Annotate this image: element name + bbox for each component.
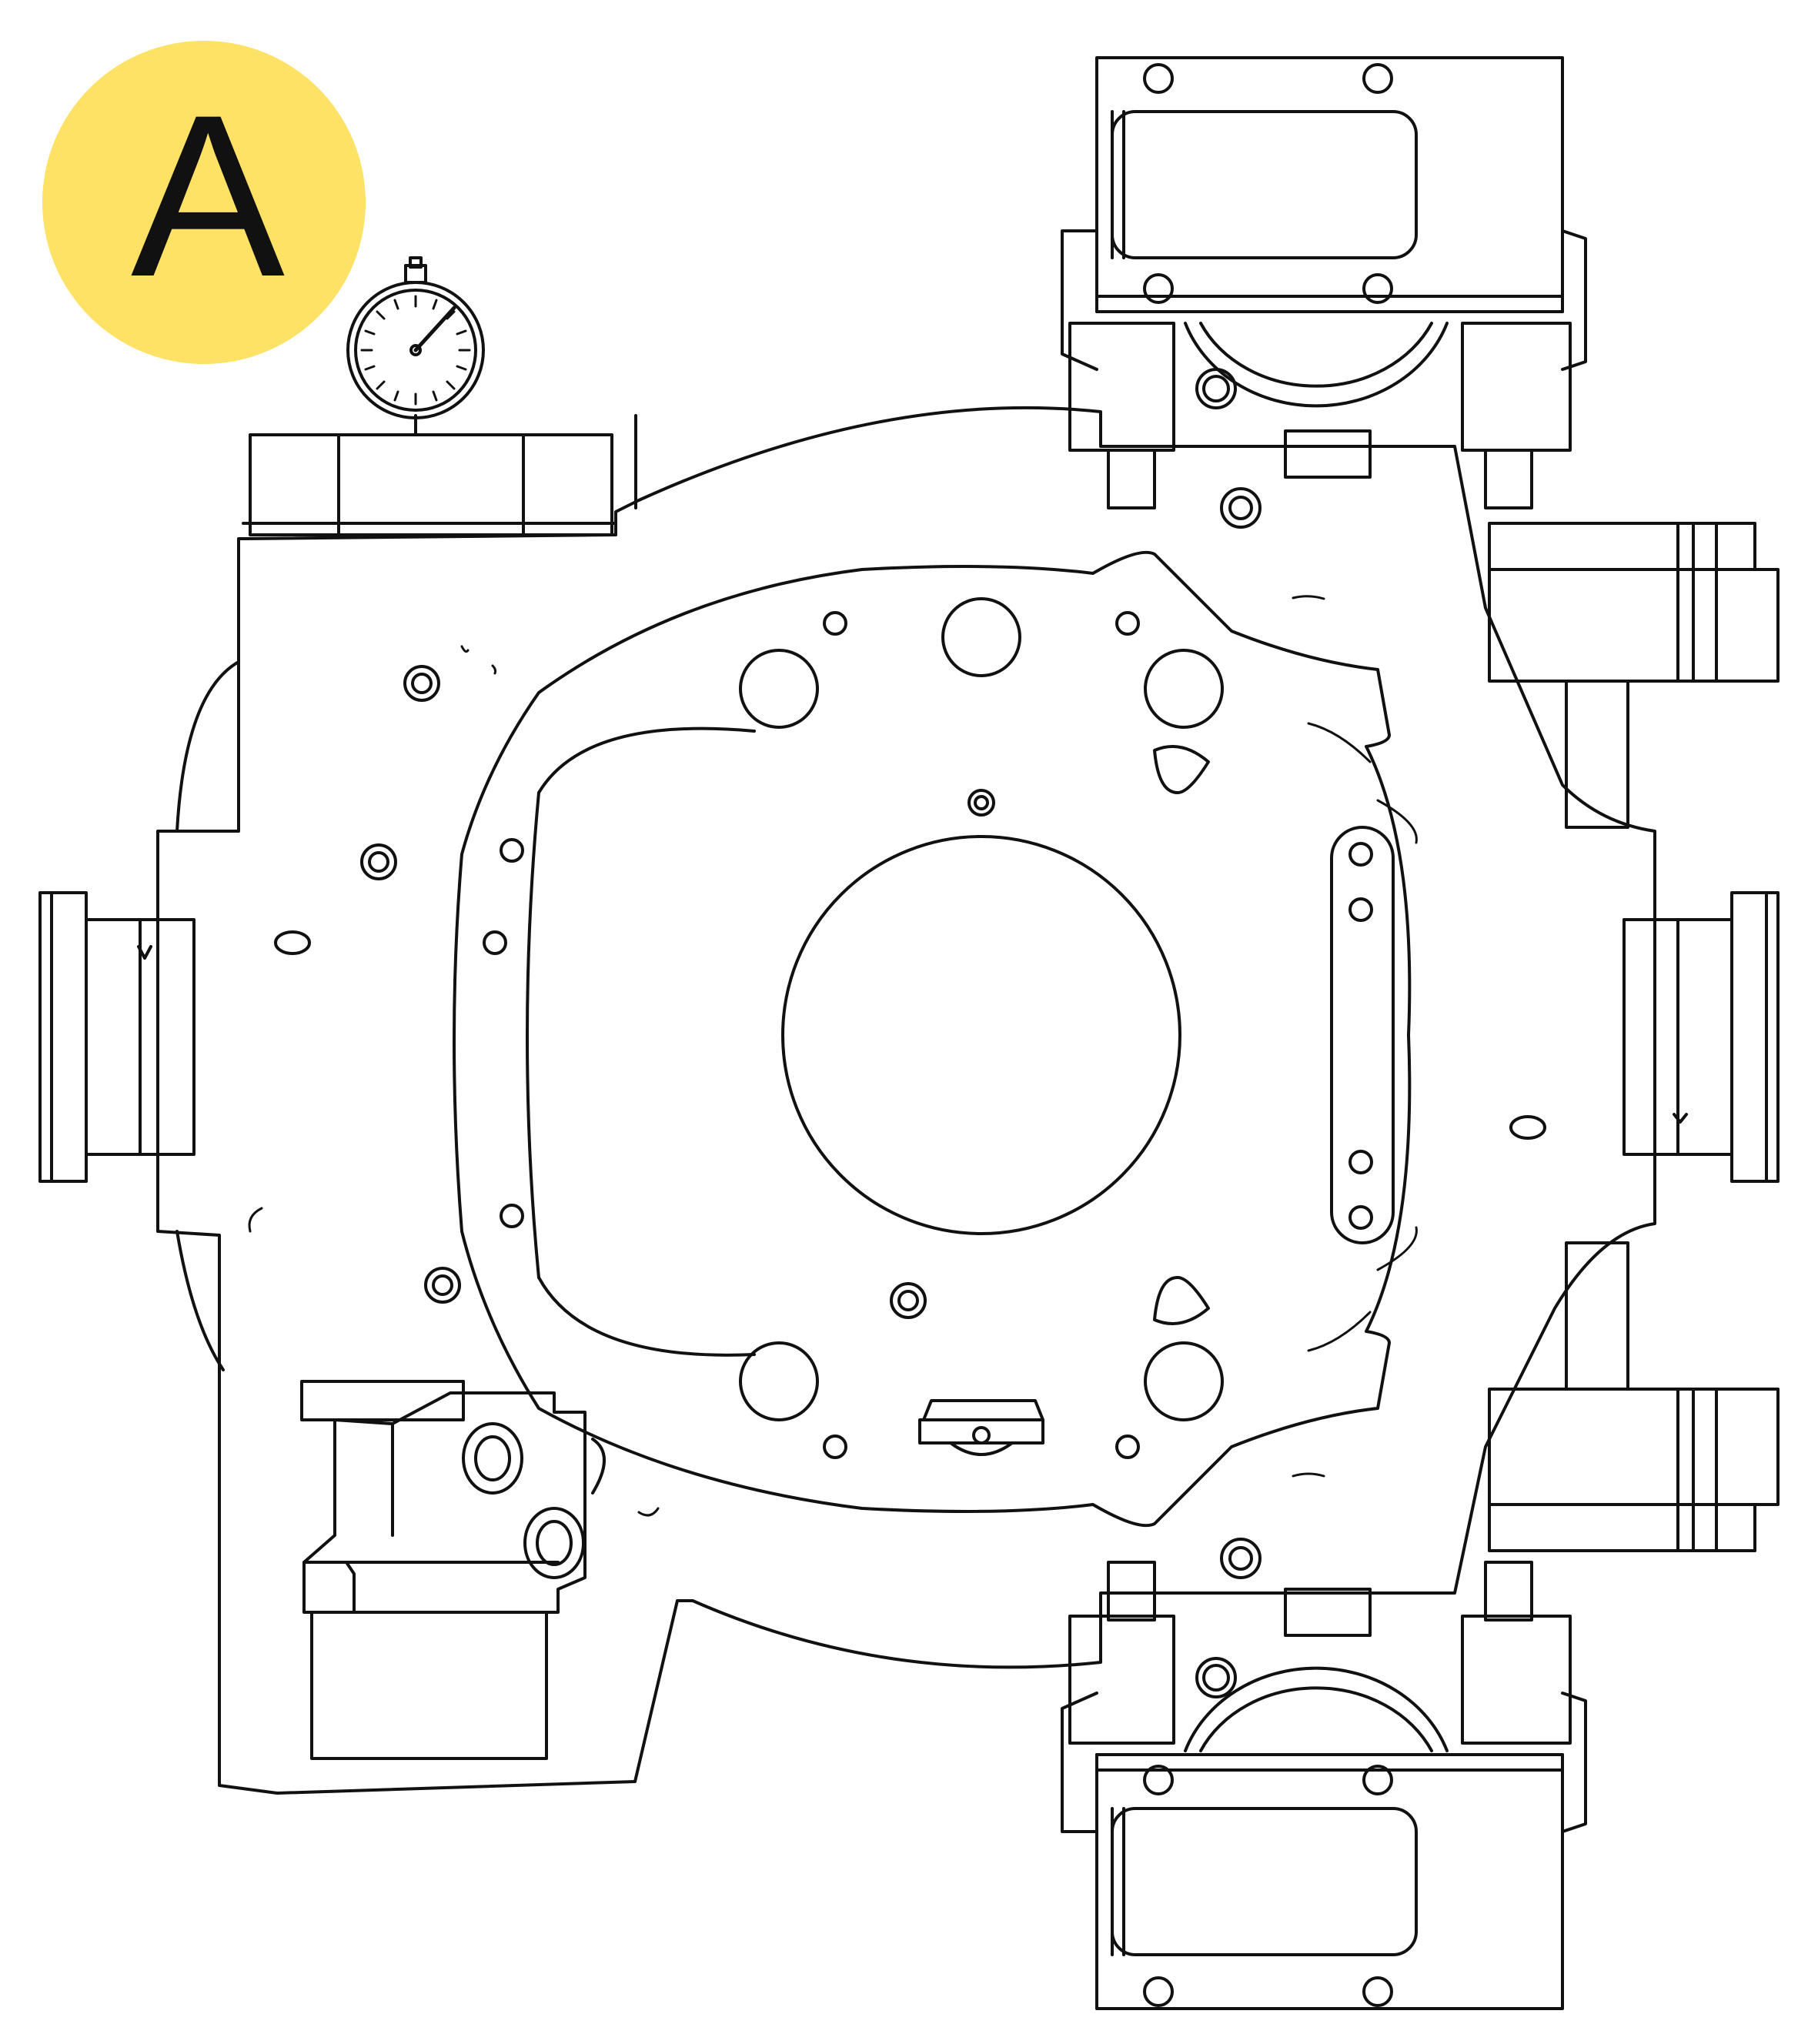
- plate-holes-side: [274, 487, 1546, 1579]
- step-badge-letter: A: [131, 66, 286, 325]
- bottom-clamp-bracket: [1061, 1561, 1587, 2010]
- left-shaft-flange: [38, 891, 196, 1183]
- plate-holes-top: [739, 597, 1224, 817]
- plate-holes-bottom: [739, 1276, 1224, 1459]
- central-mounting-plate: [453, 550, 1412, 1528]
- right-shaft-flange: [1622, 891, 1780, 1183]
- step-badge: A: [42, 41, 366, 364]
- detail-strokes: [248, 595, 1418, 1517]
- housing-outer-outline: [156, 406, 1656, 1795]
- dial-indicator-icon: [242, 256, 637, 536]
- right-side-blocks: [1488, 522, 1780, 1552]
- step-badge-circle: [42, 41, 366, 364]
- top-clamp-bracket: [1061, 56, 1587, 509]
- lower-left-valve-block: [300, 1380, 606, 1760]
